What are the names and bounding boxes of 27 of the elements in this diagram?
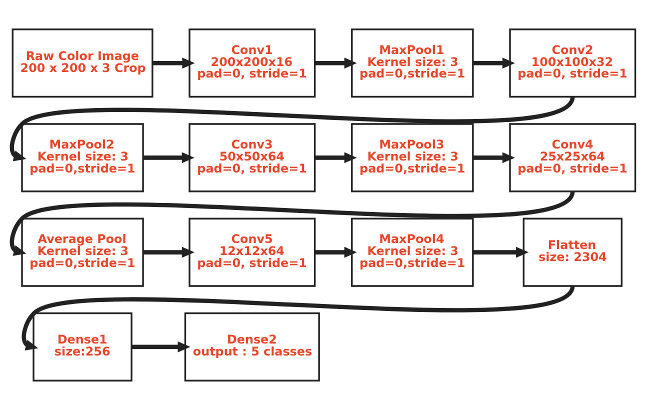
arrow xyxy=(473,58,515,69)
node-box: Raw Color Image 200 x 200 x 3 Crop xyxy=(12,28,154,98)
arrow xyxy=(10,95,574,162)
arrow xyxy=(315,152,357,164)
node-box: Conv2 100x100x32 pad=0, stride=1 xyxy=(509,28,636,98)
arrow xyxy=(473,152,515,164)
arrow xyxy=(315,246,357,258)
arrow xyxy=(473,246,529,258)
node-box: Conv1 200x200x16 pad=0, stride=1 xyxy=(188,28,316,98)
node-box: Flatten size: 2304 xyxy=(522,218,623,287)
node-box: Conv4 25x25x64 pad=0, stride=1 xyxy=(509,123,636,192)
arrow xyxy=(315,58,357,69)
node-box: Dense2 output : 5 classes xyxy=(184,312,320,382)
arrow xyxy=(143,246,194,258)
arrow xyxy=(152,58,195,69)
arrow xyxy=(143,152,194,164)
node-box: Dense1 size:256 xyxy=(32,312,132,382)
node-box: Conv5 12x12x64 pad=0, stride=1 xyxy=(188,218,316,287)
node-box: Average Pool Kernel size: 3 pad=0,stride=1 xyxy=(21,218,144,287)
arrow xyxy=(22,284,574,351)
arrow xyxy=(10,190,574,256)
node-box: MaxPool3 Kernel size: 3 pad=0,stride=1 xyxy=(351,123,474,192)
node-box: MaxPool1 Kernel size: 3 pad=0,stride=1 xyxy=(351,28,474,98)
node-box: MaxPool4 Kernel size: 3 pad=0,stride=1 xyxy=(351,218,474,287)
node-box: MaxPool2 Kernel size: 3 pad=0,stride=1 xyxy=(21,123,144,192)
node-box: Conv3 50x50x64 pad=0, stride=1 xyxy=(188,123,316,192)
arrow xyxy=(132,341,190,352)
